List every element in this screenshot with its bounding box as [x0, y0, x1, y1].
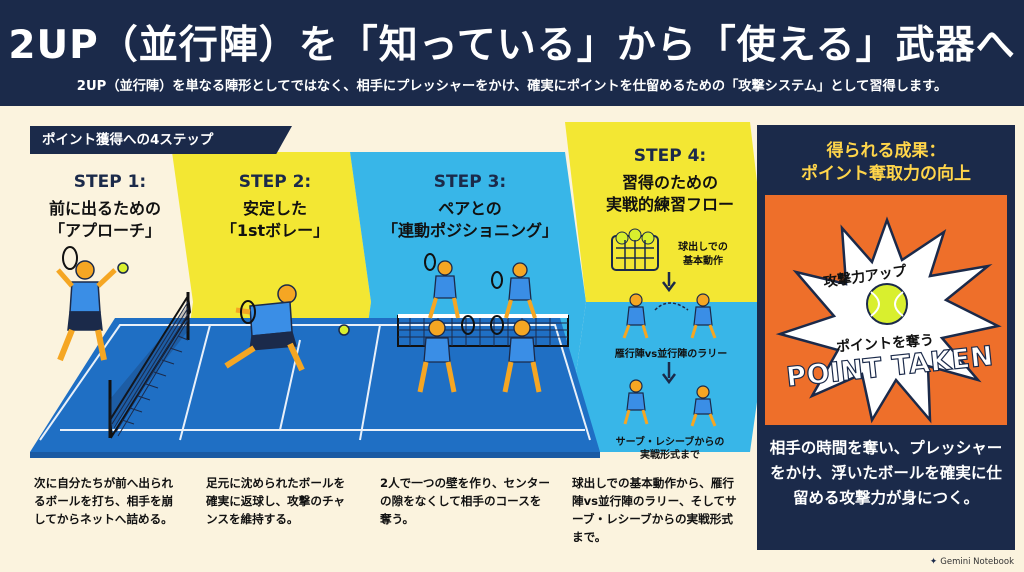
flow-serve-figures	[623, 379, 717, 427]
sparkle-icon: ✦	[929, 557, 938, 567]
flow-item1-line1: 球出しでの	[678, 242, 728, 253]
court-surface	[30, 318, 600, 452]
flow-item3-line1: サーブ・レシーブからの	[615, 437, 725, 448]
step1-line2: 「アプローチ」	[48, 221, 161, 240]
step1-player	[56, 246, 129, 362]
page-subtitle: 2UP（並行陣）を単なる陣形としてではなく、相手にプレッシャーをかけ、確実にポイ…	[76, 79, 948, 94]
brand-logo: ✦ Gemini Notebook	[930, 557, 1014, 567]
step2-description: 足元に沈められたボールを確実に返球し、攻撃のチャンスを維持する。	[206, 476, 346, 526]
flow-item3-line2: 実戦形式まで	[640, 450, 700, 461]
steps-heading: ポイント獲得への4ステップ	[30, 126, 292, 154]
flow-item2: 雁行陣vs並行陣のラリー	[614, 349, 728, 360]
result-title-line1: 得られる成果：	[826, 141, 946, 161]
result-description: 相手の時間を奪い、プレッシャーをかけ、浮いたボールを確実に仕留める攻撃力が身につ…	[769, 439, 1003, 507]
step1-line1: 前に出るための	[48, 199, 161, 218]
step2-player	[224, 284, 350, 372]
flow-rally-figures	[622, 293, 717, 339]
step3-players	[417, 253, 542, 393]
brand-logo-text: Gemini Notebook	[940, 557, 1014, 567]
court-back	[30, 452, 600, 458]
header-banner	[0, 0, 1024, 106]
step3-line2: 「連動ポジショニング」	[381, 221, 558, 240]
step1-net	[108, 292, 192, 439]
step3-line1: ペアとの	[438, 199, 502, 218]
flow-arrow-2	[662, 362, 676, 385]
step4-line2: 実戦的練習フロー	[605, 195, 734, 214]
step3-description: 2人で一つの壁を作り、センターの隙をなくして相手のコースを奪う。	[380, 476, 550, 526]
flow-item1-line2: 基本動作	[683, 256, 723, 267]
step4-description: 球出しでの基本動作から、雁行陣vs並行陣のラリー、そしてサーブ・レシーブからの実…	[572, 476, 737, 544]
step4-line1: 習得のための	[621, 173, 718, 192]
step2-line1: 安定した	[242, 199, 307, 218]
flow-arrow-1	[662, 272, 676, 293]
ball-basket-icon	[611, 228, 659, 271]
page-title: 2UP（並行陣）を「知っている」から「使える」武器へ	[8, 23, 1016, 68]
tennis-ball-icon	[866, 283, 908, 325]
step3-number: STEP 3:	[433, 172, 507, 192]
result-title-line2: ポイント奪取力の向上	[801, 164, 971, 184]
step2-line2: 「1stボレー」	[220, 221, 330, 240]
step1-number: STEP 1:	[73, 172, 147, 192]
step4-number: STEP 4:	[633, 146, 707, 166]
step2-number: STEP 2:	[238, 172, 312, 192]
step1-description: 次に自分たちが前へ出られるボールを打ち、相手を崩してからネットへ詰める。	[34, 476, 174, 526]
